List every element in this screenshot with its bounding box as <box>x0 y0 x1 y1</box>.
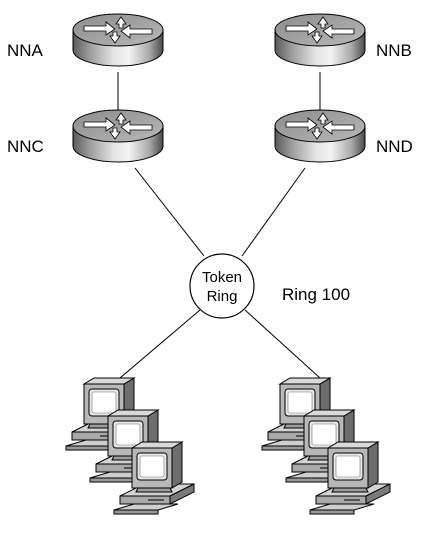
router-nnb: NNB <box>274 13 412 67</box>
router-nnd: NND <box>274 109 413 163</box>
router-nnc-label: NNC <box>7 137 44 156</box>
link-ring-workstations-left <box>119 309 201 379</box>
token-ring-label-line1: Token <box>202 269 242 286</box>
router-nnc: NNC <box>7 109 164 163</box>
link-nnd-ring <box>241 167 306 257</box>
router-nnd-label: NND <box>376 137 413 156</box>
ring-name-label: Ring 100 <box>282 285 350 304</box>
token-ring-label-line2: Ring <box>207 288 238 305</box>
link-ring-workstations-right <box>244 309 321 379</box>
network-links <box>117 72 321 379</box>
router-icon <box>274 109 366 163</box>
router-icon <box>72 109 164 163</box>
router-icon <box>274 13 366 67</box>
token-ring-icon <box>189 253 255 319</box>
router-nnb-label: NNB <box>376 41 412 60</box>
link-nnc-ring <box>134 167 205 257</box>
router-nna: NNA <box>7 13 164 67</box>
router-icon <box>72 13 164 67</box>
router-nna-label: NNA <box>7 41 44 60</box>
workstation-group-left <box>65 377 195 515</box>
token-ring: Token Ring Ring 100 <box>189 253 350 319</box>
workstation-group-right <box>261 377 391 515</box>
